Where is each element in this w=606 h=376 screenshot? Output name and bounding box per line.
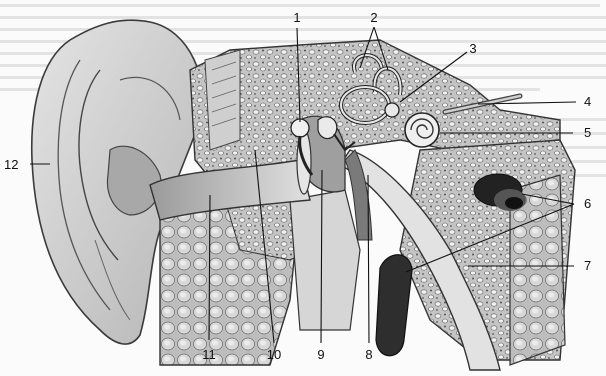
label-2: 2 [370, 10, 377, 25]
label-10: 10 [267, 347, 281, 362]
dark-vessel [376, 255, 412, 356]
label-11: 11 [202, 347, 216, 362]
label-7: 7 [584, 258, 591, 273]
label-12: 12 [4, 157, 18, 172]
label-6: 6 [584, 196, 591, 211]
label-8: 8 [365, 347, 372, 362]
label-5: 5 [584, 125, 591, 140]
cochlea [405, 113, 439, 147]
label-3: 3 [469, 41, 476, 56]
label-1: 1 [293, 10, 300, 25]
label-9: 9 [317, 347, 324, 362]
label-4: 4 [584, 94, 591, 109]
